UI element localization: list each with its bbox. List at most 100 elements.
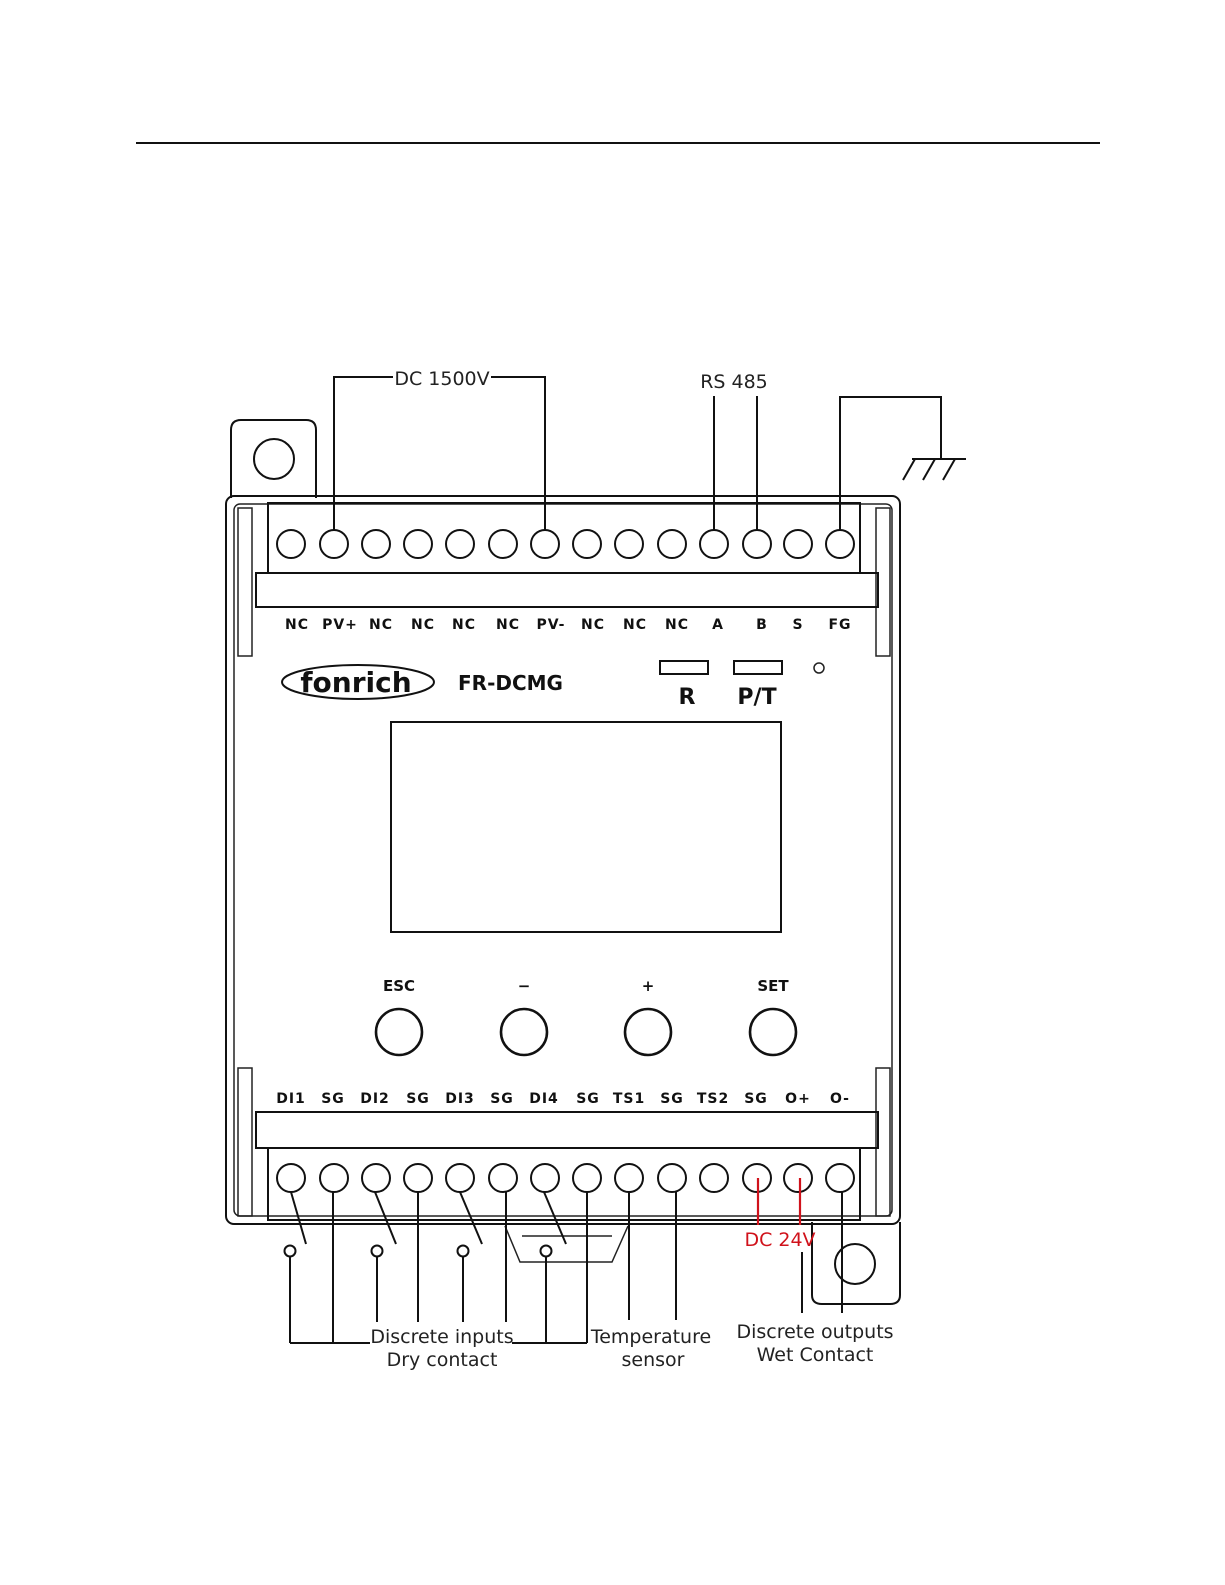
led-r xyxy=(660,661,708,674)
top-terminal-screw[interactable] xyxy=(489,530,517,558)
top-terminal-label: S xyxy=(792,617,803,633)
plus-button-label: + xyxy=(642,977,655,995)
bottom-terminal-label: SG xyxy=(660,1091,684,1107)
top-terminal-screw[interactable] xyxy=(700,530,728,558)
rs485-wire xyxy=(714,396,757,530)
top-terminal-screw[interactable] xyxy=(446,530,474,558)
bottom-terminal-label: TS1 xyxy=(613,1091,645,1107)
top-terminal-label: NC xyxy=(452,617,476,633)
temperature-label: Temperature xyxy=(590,1326,711,1348)
device-housing-inner xyxy=(234,504,892,1216)
led-pt-label: P/T xyxy=(737,685,776,710)
bottom-terminal-label: O+ xyxy=(785,1091,811,1107)
led-pt xyxy=(734,661,782,674)
minus-button-label: − xyxy=(518,977,531,995)
rs485-label: RS 485 xyxy=(700,371,768,393)
din-clip xyxy=(505,1226,628,1262)
top-terminal-label: PV- xyxy=(537,617,566,633)
top-terminal-screw[interactable] xyxy=(784,530,812,558)
top-terminal-screw[interactable] xyxy=(362,530,390,558)
mount-tab-top xyxy=(231,420,316,498)
top-terminal-label: NC xyxy=(369,617,393,633)
bottom-terminal-screw[interactable] xyxy=(615,1164,643,1192)
bottom-terminal-screw[interactable] xyxy=(658,1164,686,1192)
bottom-terminal-label: O- xyxy=(830,1091,850,1107)
top-terminal-screw[interactable] xyxy=(658,530,686,558)
discrete-inputs-label: Discrete inputs xyxy=(370,1326,513,1348)
bottom-terminal-screw[interactable] xyxy=(531,1164,559,1192)
sensor-label: sensor xyxy=(622,1349,685,1371)
bottom-terminal-screw[interactable] xyxy=(404,1164,432,1192)
brand-logo: fonrich xyxy=(300,666,411,699)
top-terminal-label: B xyxy=(756,617,768,633)
dc24-wire xyxy=(758,1178,800,1225)
minus-button[interactable] xyxy=(501,1009,547,1055)
device-housing xyxy=(226,496,900,1224)
bottom-terminal-screw[interactable] xyxy=(362,1164,390,1192)
bottom-terminal-screw[interactable] xyxy=(320,1164,348,1192)
set-button[interactable] xyxy=(750,1009,796,1055)
top-terminal-block xyxy=(268,503,860,573)
bottom-terminal-screw[interactable] xyxy=(277,1164,305,1192)
led-r-label: R xyxy=(679,685,696,710)
top-terminal-screw[interactable] xyxy=(615,530,643,558)
top-terminal-label: PV+ xyxy=(322,617,358,633)
model-label: FR-DCMG xyxy=(458,671,563,695)
bottom-terminal-label: SG xyxy=(576,1091,600,1107)
dc1500-wire xyxy=(334,377,545,530)
mount-tab-bottom xyxy=(812,1222,900,1304)
top-terminal-label: A xyxy=(712,617,724,633)
temperature-wire xyxy=(629,1192,676,1320)
esc-button[interactable] xyxy=(376,1009,422,1055)
bottom-terminal-label: TS2 xyxy=(697,1091,729,1107)
bottom-terminal-ledge xyxy=(256,1112,878,1148)
bottom-terminal-label: SG xyxy=(744,1091,768,1107)
bottom-terminal-label: DI2 xyxy=(360,1091,390,1107)
bottom-terminal-block xyxy=(268,1148,860,1220)
bottom-terminal-label: SG xyxy=(406,1091,430,1107)
top-terminal-screw[interactable] xyxy=(320,530,348,558)
wet-contact-label: Wet Contact xyxy=(757,1344,874,1366)
bottom-terminal-screw[interactable] xyxy=(573,1164,601,1192)
top-terminal-label: NC xyxy=(623,617,647,633)
dc24-label: DC 24V xyxy=(744,1229,815,1251)
plus-button[interactable] xyxy=(625,1009,671,1055)
mount-hole-top xyxy=(254,439,294,479)
discrete-inputs-wiring xyxy=(285,1192,588,1343)
bottom-terminal-screw[interactable] xyxy=(826,1164,854,1192)
top-terminal-screw[interactable] xyxy=(404,530,432,558)
top-terminal-label: FG xyxy=(828,617,851,633)
bottom-terminal-screw[interactable] xyxy=(446,1164,474,1192)
discrete-outputs-wire xyxy=(802,1192,842,1313)
bottom-terminal-label: DI1 xyxy=(276,1091,306,1107)
ground-icon xyxy=(903,459,966,480)
rail-left-bottom xyxy=(238,1068,252,1216)
rail-left-top xyxy=(238,508,252,656)
bottom-terminal-screw[interactable] xyxy=(489,1164,517,1192)
discrete-outputs-label: Discrete outputs xyxy=(736,1321,893,1343)
top-terminal-label: NC xyxy=(665,617,689,633)
bottom-terminal-label: DI4 xyxy=(529,1091,559,1107)
set-button-label: SET xyxy=(757,977,789,995)
top-terminal-label: NC xyxy=(285,617,309,633)
top-terminal-label: NC xyxy=(496,617,520,633)
top-terminal-screw[interactable] xyxy=(531,530,559,558)
top-terminal-screw[interactable] xyxy=(743,530,771,558)
bottom-terminal-screw[interactable] xyxy=(784,1164,812,1192)
bottom-terminal-label: SG xyxy=(321,1091,345,1107)
esc-button-label: ESC xyxy=(383,977,415,995)
top-terminal-screw[interactable] xyxy=(826,530,854,558)
top-terminal-label: NC xyxy=(411,617,435,633)
top-terminal-label: NC xyxy=(581,617,605,633)
bottom-terminal-label: SG xyxy=(490,1091,514,1107)
dry-contact-label: Dry contact xyxy=(387,1349,498,1371)
top-terminal-ledge xyxy=(256,573,878,607)
lcd-display xyxy=(391,722,781,932)
status-led xyxy=(814,663,824,673)
top-terminal-screw[interactable] xyxy=(277,530,305,558)
dc1500-label: DC 1500V xyxy=(394,368,489,390)
top-terminal-screw[interactable] xyxy=(573,530,601,558)
bottom-terminal-screw[interactable] xyxy=(700,1164,728,1192)
bottom-terminal-label: DI3 xyxy=(445,1091,475,1107)
